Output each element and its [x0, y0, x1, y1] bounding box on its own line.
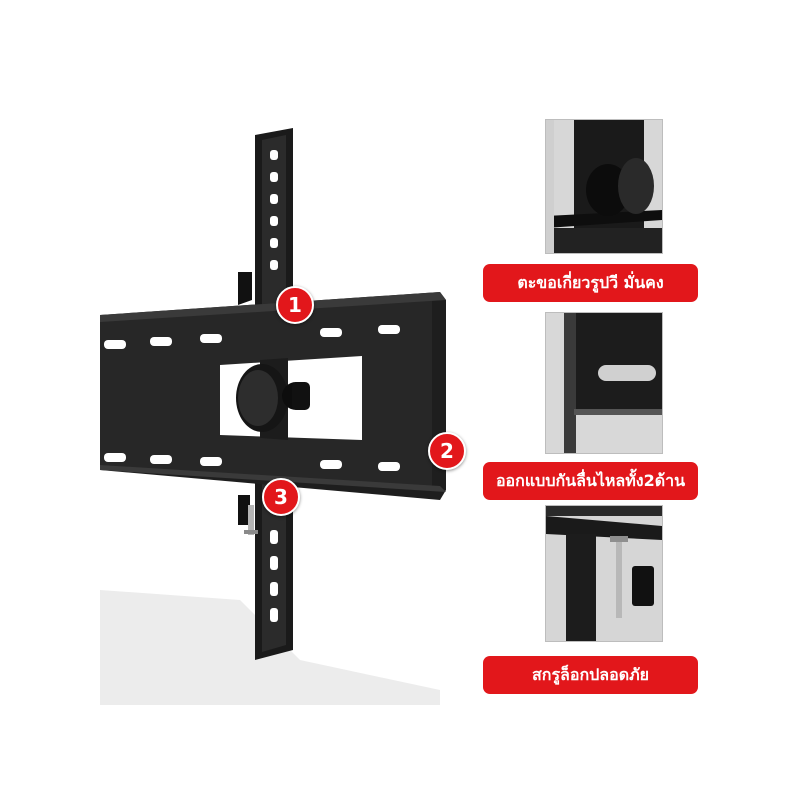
- feature-label-v-hook: ตะขอเกี่ยวรูปวี มั่นคง: [483, 264, 698, 302]
- detail-image-v-hook: [545, 119, 663, 254]
- detail-image-safety-screw: [545, 505, 663, 642]
- feature-label-anti-slip: ออกแบบกันลื่นไหลทั้ง2ด้าน: [483, 462, 698, 500]
- callout-badge-2: 2: [428, 432, 466, 470]
- callout-badge-3: 3: [262, 478, 300, 516]
- feature-label-safety-screw: สกรูล็อกปลอดภัย: [483, 656, 698, 694]
- callout-badge-1: 1: [276, 286, 314, 324]
- tv-wall-mount-bracket-image: [100, 128, 446, 705]
- detail-image-anti-slip: [545, 312, 663, 454]
